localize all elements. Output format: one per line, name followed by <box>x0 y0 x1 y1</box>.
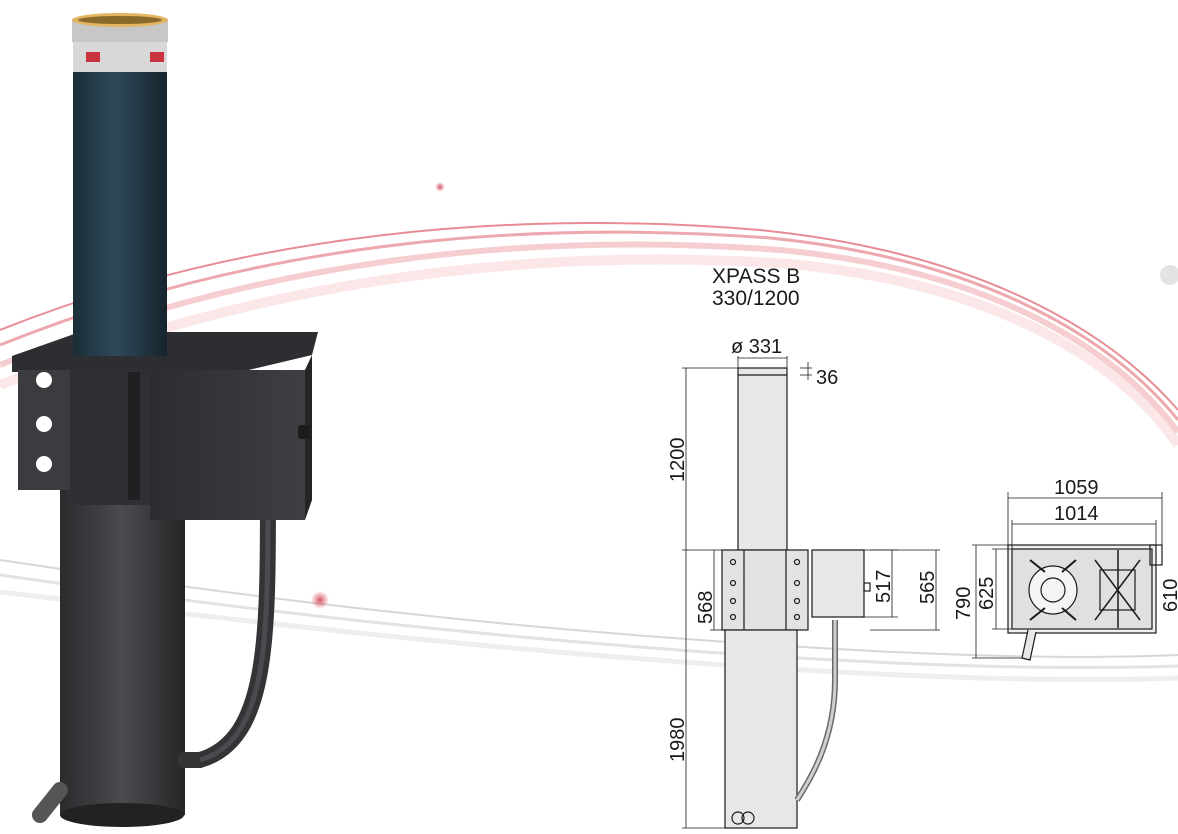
bollard-body <box>73 58 167 356</box>
background-dot <box>435 182 445 192</box>
front-elevation-drawing <box>682 356 940 829</box>
dim-box-label: 517 <box>873 570 895 603</box>
product-title: XPASS B 330/1200 <box>712 266 800 310</box>
dim-plate-inner-depth-label: 625 <box>976 577 998 610</box>
dim-plate-outer-depth-label: 790 <box>953 587 975 620</box>
product-model: 330/1200 <box>712 287 800 310</box>
plan-view-drawing <box>972 492 1163 661</box>
dim-diameter-label: ø 331 <box>731 336 782 358</box>
dim-plate-right-depth-label: 610 <box>1160 579 1178 612</box>
dim-plate-outer-width-label: 1059 <box>1054 477 1099 499</box>
product-name: XPASS B <box>712 265 801 288</box>
bollard-product-render <box>12 13 318 827</box>
hydraulic-hose <box>177 484 276 768</box>
dim-buried-label: 1980 <box>667 718 689 763</box>
drain-pipe <box>32 782 68 823</box>
background-dot <box>1160 265 1178 285</box>
background-swoosh <box>0 222 1178 682</box>
dim-plate-inner-width-label: 1014 <box>1054 503 1099 525</box>
foundation-tube <box>60 490 185 825</box>
dim-frame-label: 568 <box>695 591 717 624</box>
background-dot <box>311 591 329 609</box>
dim-cap-label: 36 <box>816 367 838 389</box>
dim-box-outer-label: 565 <box>917 571 939 604</box>
equipment-box <box>150 370 305 520</box>
dim-above-ground-label: 1200 <box>667 438 689 483</box>
